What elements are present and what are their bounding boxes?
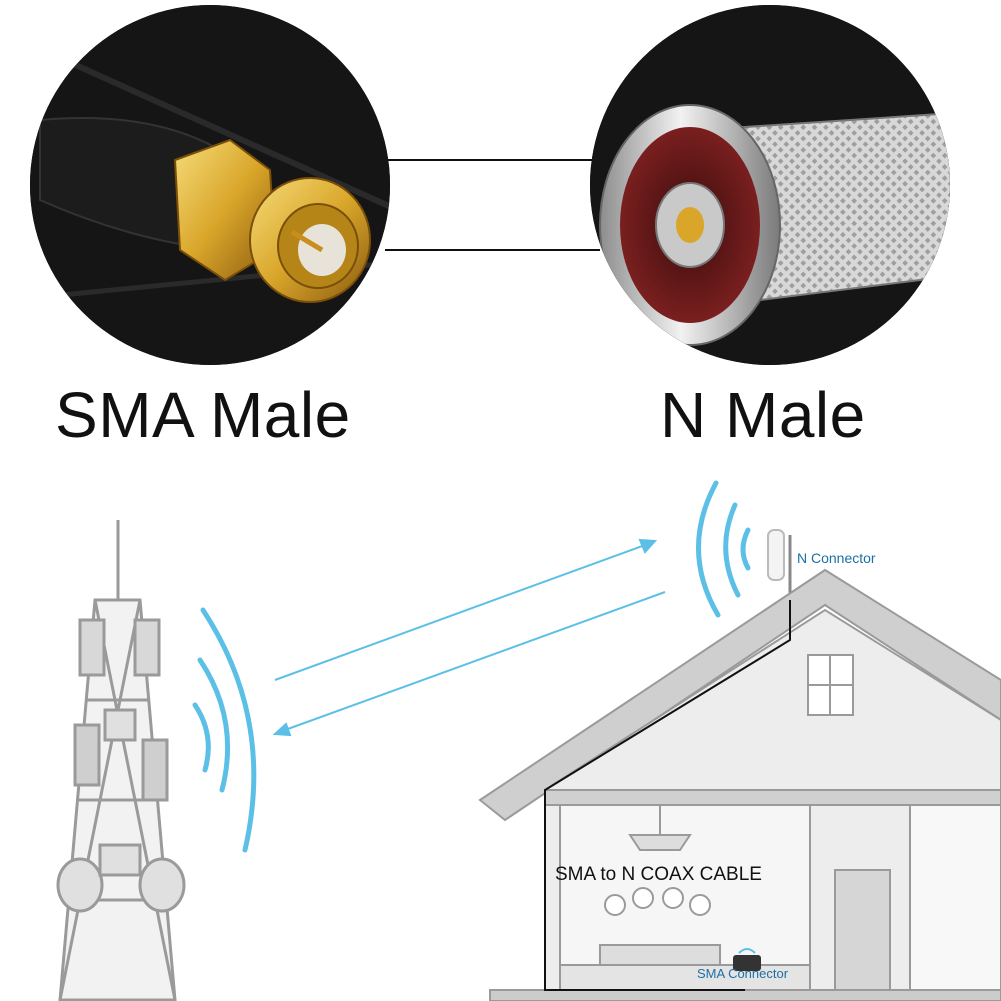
antenna-signal-waves-icon: [696, 480, 751, 618]
cell-tower-icon: [56, 520, 186, 1001]
router-icon: [733, 948, 761, 971]
tower-signal-waves-icon: [192, 607, 257, 853]
n-male-label: N Male: [660, 379, 866, 451]
outdoor-antenna-icon: [767, 529, 792, 600]
installation-diagram: [56, 480, 1001, 1001]
sma-male-label: SMA Male: [55, 379, 351, 451]
coax-cable-path: [544, 600, 791, 991]
n-male-photo: [590, 5, 950, 365]
signal-arrows: [272, 538, 666, 737]
cable-label: SMA to N COAX CABLE: [555, 864, 762, 885]
connector-photos: [30, 5, 950, 365]
sma-connector-label: SMA Connector: [697, 966, 789, 981]
n-connector-label: N Connector: [797, 550, 876, 566]
sma-male-photo: [30, 5, 390, 365]
house-icon: [478, 568, 1001, 1001]
